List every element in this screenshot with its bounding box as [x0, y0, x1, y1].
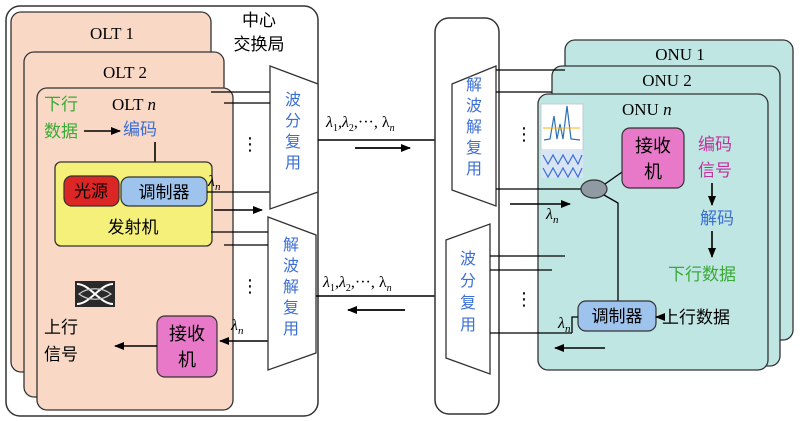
onu-demux: [451, 65, 497, 207]
svg-text:复: 复: [460, 293, 476, 312]
onu-demux-dots: ⋮: [515, 124, 533, 145]
spectrum-icon: [540, 103, 584, 151]
olt-tx-lambda: λn: [207, 173, 221, 193]
olt-downlink-data-line1: 下行: [44, 95, 78, 115]
central-office-label-line1: 中心: [242, 11, 276, 31]
onu-receiver-label-line1: 接收: [635, 136, 671, 157]
onu-wdm-label: 波 分 复 用: [460, 249, 476, 334]
onu-card-2-label: ONU 2: [642, 71, 692, 90]
olt-transmitter-label: 发射机: [108, 218, 159, 238]
downstream-wavelengths: λ1,λ2,···, λn: [325, 114, 395, 134]
svg-text:复: 复: [466, 138, 482, 157]
upstream-wavelengths: λ1,λ2,···, λn: [322, 274, 392, 294]
light-source-label: 光源: [74, 182, 108, 202]
olt-demux: [267, 216, 317, 371]
onu-modulator-label: 调制器: [592, 307, 643, 327]
olt-wdm-mux: [269, 65, 319, 210]
onu-uplink-data-label: 上行数据: [662, 308, 730, 328]
svg-text:分: 分: [460, 271, 476, 290]
onu-encoded-signal-line2: 信号: [698, 161, 732, 181]
olt-receiver-label-line2: 机: [178, 350, 196, 371]
olt-uplink-signal-line2: 信号: [44, 345, 78, 365]
svg-text:波: 波: [283, 256, 299, 275]
svg-text:解: 解: [466, 117, 482, 136]
olt-demux-dots: ⋮: [241, 276, 259, 297]
olt-wdm-dots: ⋮: [241, 134, 259, 155]
onu-receiver-label-line2: 机: [644, 162, 662, 183]
olt-modulator-label: 调制器: [139, 183, 190, 203]
olt-demux-label: 解 波 解 复 用: [283, 235, 299, 338]
onu-downlink-data-label: 下行数据: [668, 265, 736, 285]
onu-card-n-label: ONU n: [622, 100, 672, 119]
olt-receiver-label-line1: 接收: [169, 324, 205, 345]
optical-coupler: [580, 179, 608, 199]
svg-text:用: 用: [283, 319, 299, 338]
onu-card-1-label: ONU 1: [655, 45, 705, 64]
svg-text:复: 复: [283, 298, 299, 317]
svg-text:解: 解: [283, 235, 299, 254]
svg-text:用: 用: [285, 153, 301, 172]
olt-rx-lambda: λn: [230, 317, 244, 337]
svg-text:用: 用: [466, 159, 482, 178]
onu-tx-lambda: λn: [557, 315, 571, 335]
olt-card-1-label: OLT 1: [90, 24, 134, 43]
eye-diagram-icon: [75, 281, 115, 307]
grating-pattern-icon: [541, 150, 583, 179]
onu-wdm-dots: ⋮: [515, 289, 533, 310]
svg-text:用: 用: [460, 315, 476, 334]
onu-wdm-mux: [445, 223, 491, 375]
svg-text:波: 波: [466, 96, 482, 115]
modulator-output-line: [571, 316, 578, 333]
svg-text:波: 波: [460, 249, 476, 268]
light-source-box: [63, 175, 120, 207]
central-office-label-line2: 交换局: [234, 35, 285, 55]
olt-encode-label: 编码: [123, 120, 157, 140]
onu-encoded-signal-line1: 编码: [698, 135, 732, 155]
onu-demux-label: 解 波 解 复 用: [466, 75, 482, 178]
olt-wdm-label: 波 分 复 用: [285, 90, 301, 172]
onu-rx-lambda: λn: [545, 206, 559, 226]
svg-text:解: 解: [466, 75, 482, 94]
olt-card-2-label: OLT 2: [103, 63, 147, 82]
onu-decode-label: 解码: [700, 209, 734, 229]
svg-text:波: 波: [285, 90, 301, 109]
coupler-loopback-line: [603, 194, 619, 315]
olt-downlink-data-line2: 数据: [44, 122, 78, 142]
svg-text:复: 复: [285, 132, 301, 151]
olt-card-n-label: OLT n: [112, 95, 156, 114]
svg-text:分: 分: [285, 111, 301, 130]
olt-uplink-signal-line1: 上行: [44, 318, 78, 338]
onu-receiver-box: [621, 127, 685, 189]
svg-text:解: 解: [283, 277, 299, 296]
